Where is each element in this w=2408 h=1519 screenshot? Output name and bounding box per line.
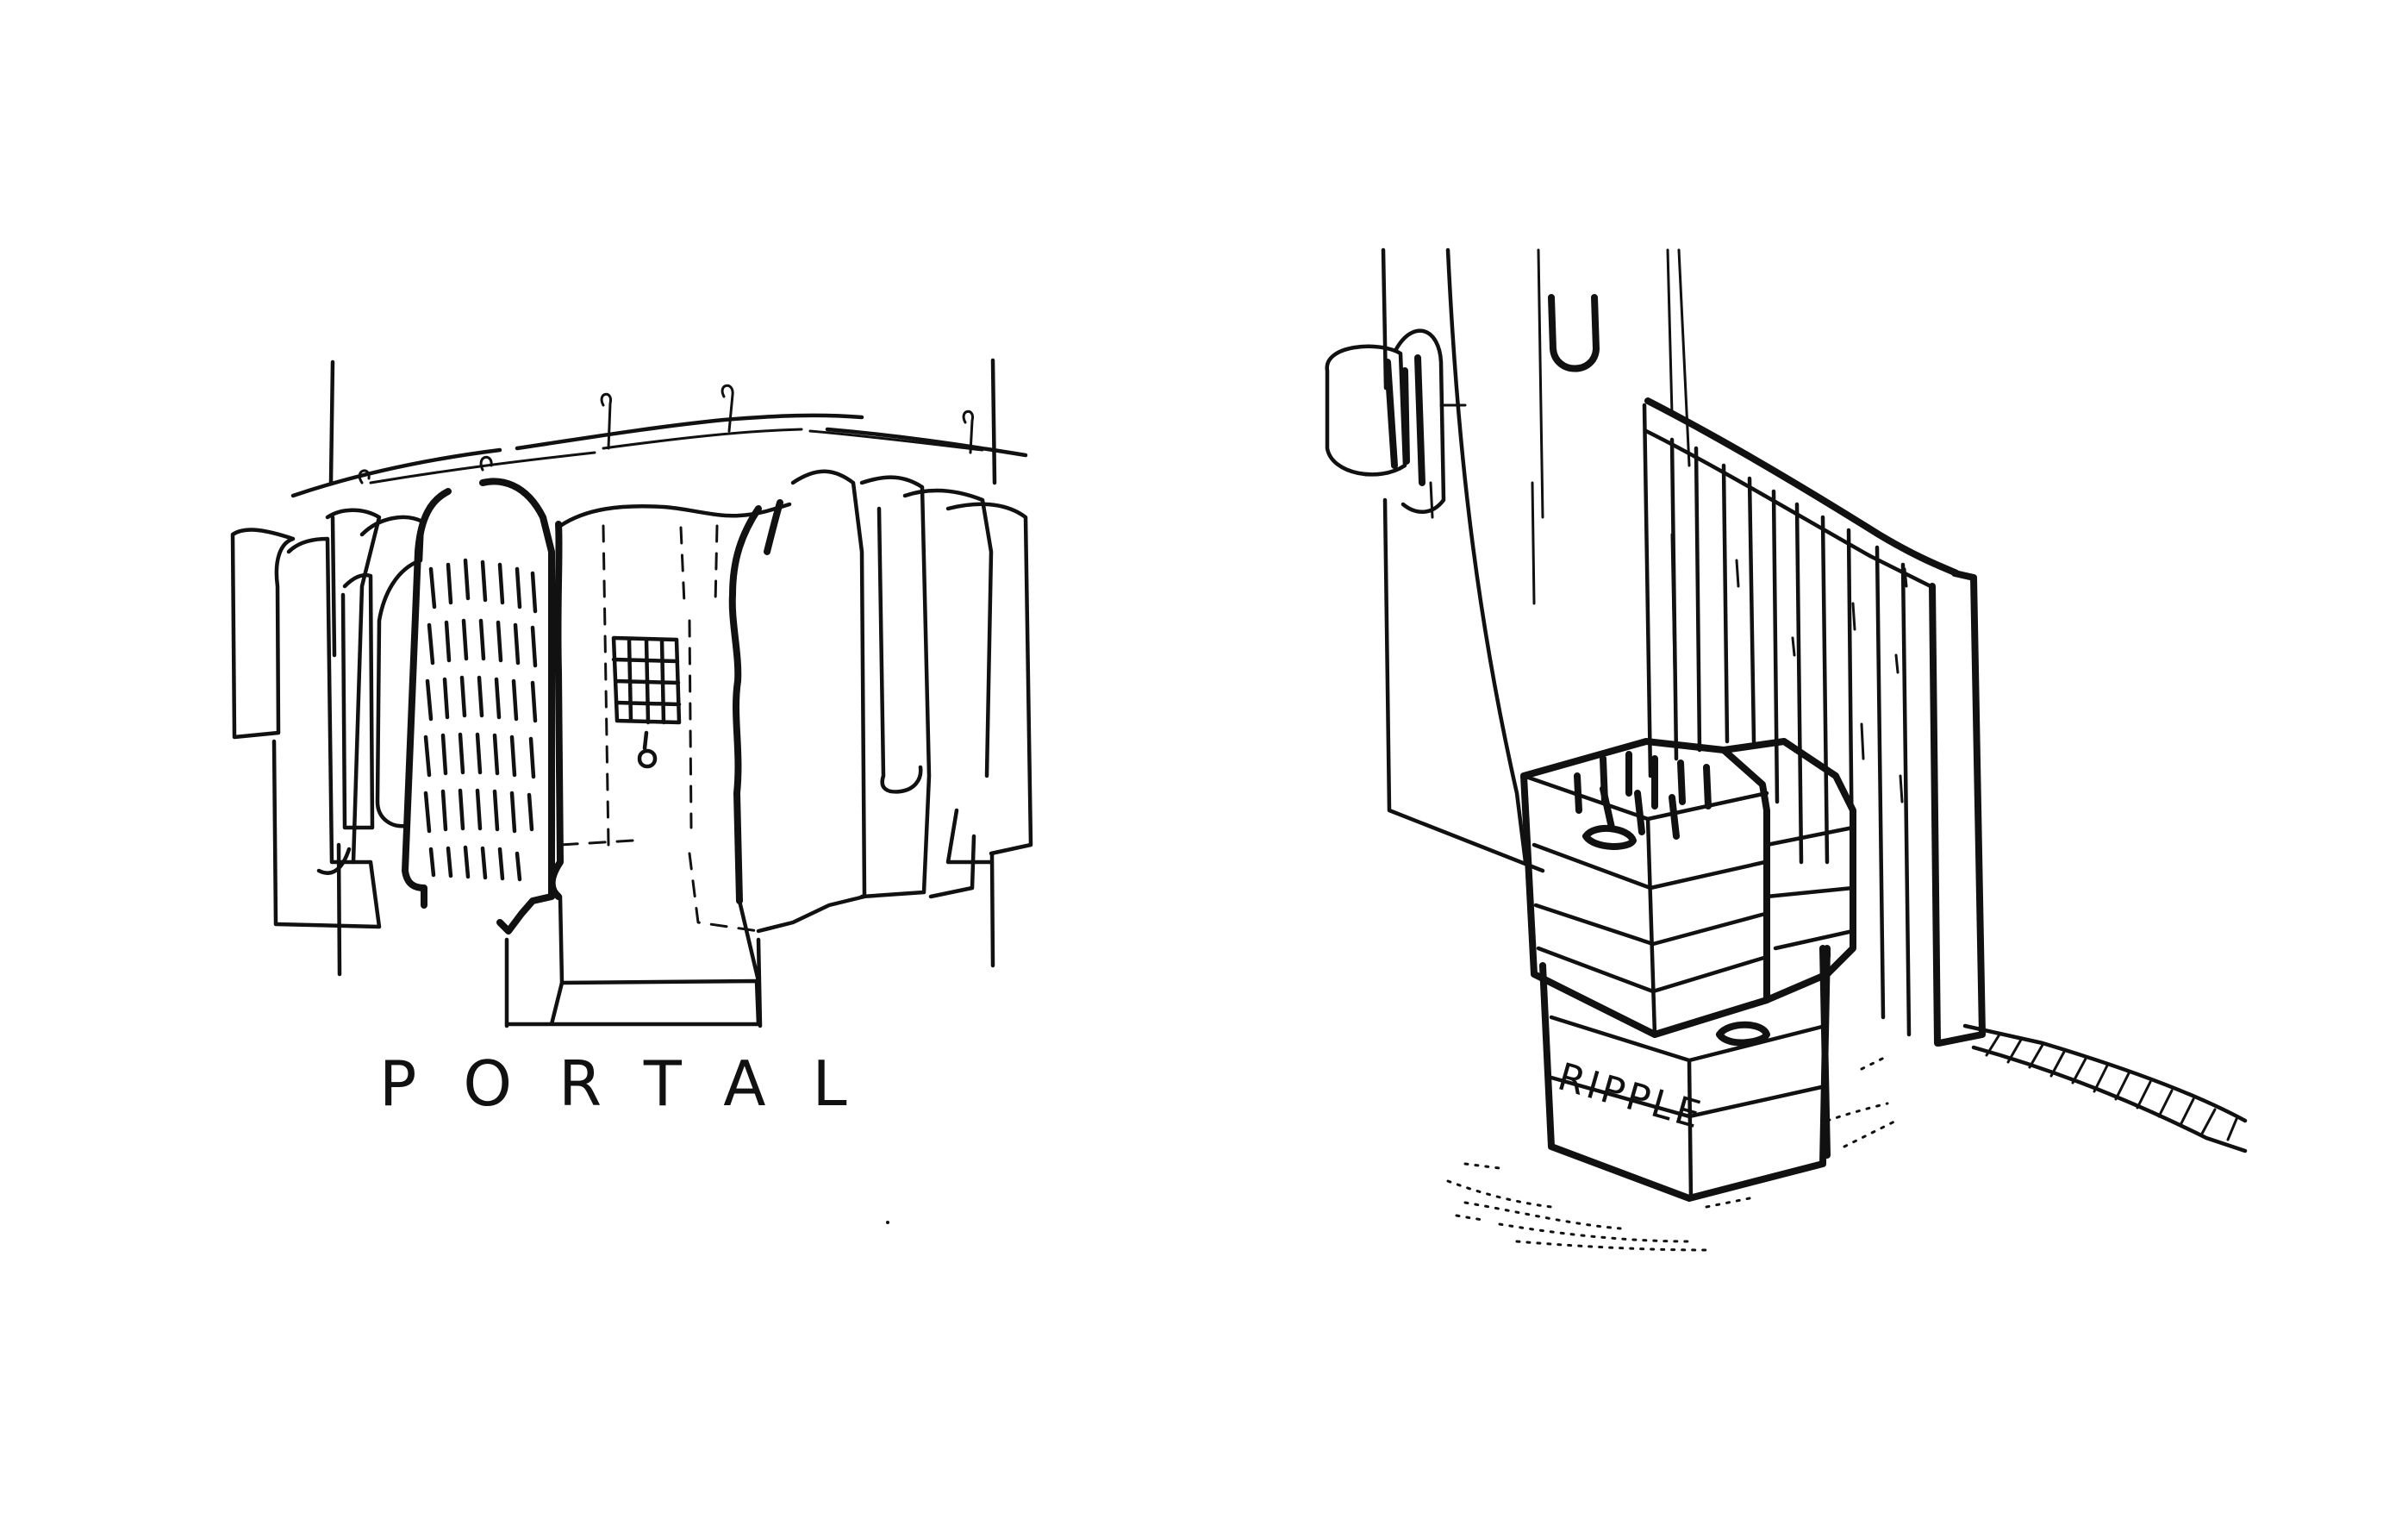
crate-back-outline [1720,738,1856,1003]
crate-top-slats [1532,842,1769,994]
crate-back-slats [1764,825,1856,951]
garment-left-3 [316,508,382,875]
caption-text: PORTAL [379,1047,894,1120]
gate-top-rail [1644,397,1960,577]
portal-floor-sides [504,894,763,1028]
portal-top [558,502,792,528]
gate-top-rail-inner [1644,428,1933,589]
crate-handle-bottom [1716,1021,1770,1047]
portal-interior-dashes [558,524,760,933]
crate-handle-top [1582,824,1637,850]
portal-right-curtain [728,499,783,904]
gate-left-post [1642,403,1653,778]
portal-left-edge [548,521,564,900]
garment-right-3 [902,488,994,865]
portal-sketch: PORTAL [230,358,1033,1120]
hatched-coat-outline [402,478,555,935]
bottles [1574,751,1712,840]
gate-right-post [1929,570,1986,1047]
portal-floor-inner [567,979,752,985]
crate-top-outline [1520,738,1770,1038]
building-wall-lines [1531,248,1691,760]
gate-boards [1669,437,1912,1037]
wall-lamp [1325,328,1446,514]
horseshoe-icon [1548,294,1600,372]
crate-top-rim [1521,773,1769,1037]
hatched-coat-hatching [423,558,538,882]
stray-dot [886,1221,889,1224]
crate-bottom-slats [1549,1015,1828,1201]
portal-window [611,635,682,725]
portal-floor [504,978,761,1027]
wall-lamp-bracket [1429,403,1467,519]
portal-door-knob [637,730,658,769]
portal-caption: PORTAL [379,1047,894,1120]
kerb-stripes [1985,1033,2238,1141]
ground-stipple [1446,1054,1898,1252]
wall-lamp-dark [1384,354,1425,486]
crates-sketch: RIPPLE [1325,247,2248,1252]
garment-right-4 [928,502,1033,899]
rail-post-left [328,359,342,977]
garment-left-coat [359,515,425,828]
building-wall-corner [1445,247,1528,865]
crate-label-text: RIPPLE [1553,1055,1708,1139]
garment-right-sleeve [876,506,923,794]
garment-far-left [230,528,296,740]
clothes-rail [290,413,1028,498]
garment-right-1 [756,469,867,934]
crate-label: RIPPLE [1553,1055,1708,1139]
garment-left-2 [271,536,382,929]
hanger-hooks [358,384,974,484]
rail-post-right [989,358,997,968]
clothes-rail-lower [369,428,984,484]
building-wall-left-edge [1381,247,1545,873]
garment-left-4 [340,572,375,830]
gate-nail-marks [1735,559,1908,803]
garment-right-2 [859,475,932,899]
